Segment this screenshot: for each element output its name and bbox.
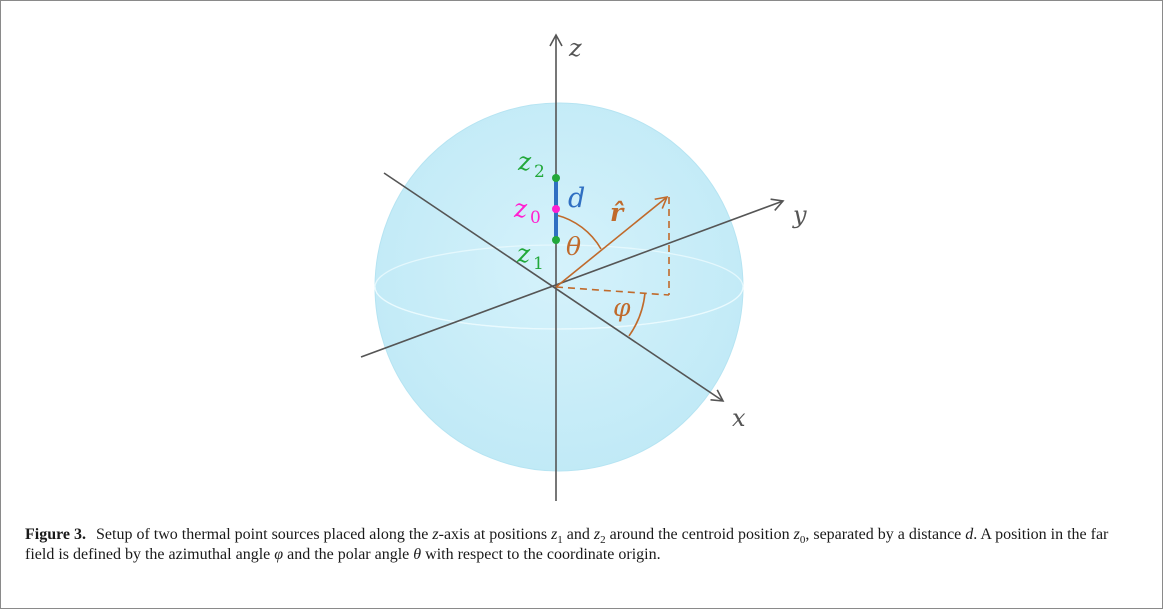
caption-text-1: Setup of two thermal point sources place…: [96, 526, 433, 543]
r-hat-horizontal-projection: [555, 286, 670, 296]
z2-point: [552, 174, 560, 182]
x-axis: [383, 172, 725, 402]
z2-label: z 2: [517, 147, 545, 182]
phi-label: φ: [613, 293, 631, 322]
theta-label: θ: [566, 232, 581, 261]
svg-text:1: 1: [533, 254, 544, 274]
caption-z-axis: z: [432, 526, 439, 543]
z1-point: [552, 236, 560, 244]
y-axis-label: y: [792, 201, 807, 229]
z0-label: z 0: [513, 194, 541, 228]
svg-text:0: 0: [530, 208, 541, 228]
caption-z1-sub: 1: [557, 534, 563, 547]
theta-arc: [555, 214, 602, 250]
caption-text-2: -axis at positions: [438, 526, 552, 543]
phi-arc: [628, 292, 646, 337]
z-axis-label: z: [568, 34, 582, 62]
svg-text:z: z: [516, 239, 531, 268]
caption-theta: θ: [413, 546, 422, 563]
caption-z0: z: [793, 526, 800, 543]
caption-text-3: and: [562, 526, 594, 543]
caption-z2-sub: 2: [600, 534, 606, 547]
x-axis-label: x: [732, 404, 746, 432]
caption-text-4: around the centroid position: [605, 526, 794, 543]
sphere-equator-front: [374, 286, 744, 330]
figure-caption: Figure 3. Setup of two thermal point sour…: [25, 525, 1135, 565]
caption-text-7: and the polar angle: [283, 546, 414, 563]
svg-text:z: z: [517, 147, 532, 176]
r-hat-vector: [555, 195, 669, 288]
caption-text-5: , separated by a distance: [805, 526, 966, 543]
y-axis: [360, 198, 785, 358]
distance-label: d: [568, 183, 585, 214]
z1-label: z 1: [516, 239, 544, 274]
caption-phi: φ: [274, 546, 284, 563]
r-hat-label: r̂: [610, 198, 625, 227]
caption-d: d: [965, 526, 974, 543]
coordinate-diagram: z y x z 2 z 0 z 1 d r̂ θ φ: [360, 33, 807, 501]
caption-z1: z: [551, 526, 558, 543]
figure-label: Figure 3.: [25, 526, 87, 543]
caption-z0-sub: 0: [799, 534, 806, 547]
svg-text:z: z: [513, 194, 528, 223]
caption-text-8: with respect to the coordinate origin.: [421, 546, 661, 563]
z0-point: [552, 205, 560, 213]
caption-z2: z: [593, 526, 601, 543]
caption-text-6: . A position in the far field is defined…: [25, 526, 1109, 563]
svg-text:2: 2: [534, 162, 545, 182]
